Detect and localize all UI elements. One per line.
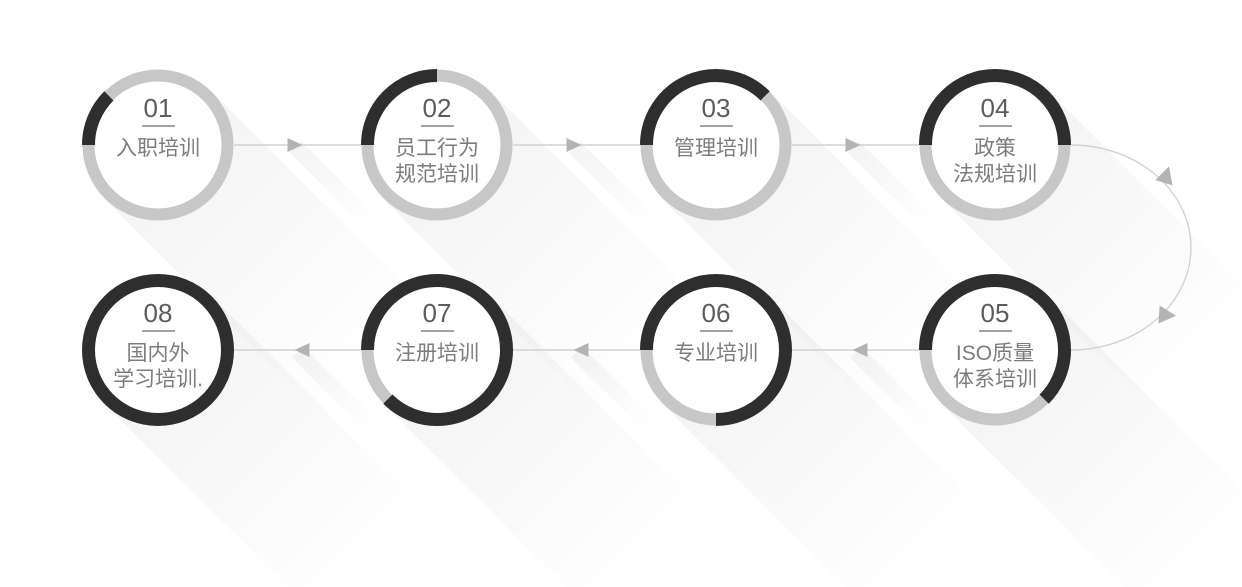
step-ring xyxy=(640,274,792,426)
step-number: 06 xyxy=(701,298,731,328)
arrow-long-shadow xyxy=(291,346,381,436)
step-number-underline xyxy=(978,330,1012,332)
arrow-long-shadow xyxy=(849,346,939,436)
step-label: 政策法规培训 xyxy=(919,136,1071,188)
step-label-line: 管理培训 xyxy=(674,137,758,160)
connectors xyxy=(234,138,1192,357)
ring-progress xyxy=(82,91,114,146)
step: 03 管理培训 xyxy=(640,95,792,162)
arrow-right-icon xyxy=(287,138,303,152)
step-label-line: 学习培训. xyxy=(113,368,203,391)
step-label: ISO质量体系培训 xyxy=(919,341,1071,393)
step-number-underline xyxy=(699,125,733,127)
step-number: 07 xyxy=(422,298,452,328)
ring-progress xyxy=(82,274,234,426)
step-label-line: 员工行为 xyxy=(395,137,479,160)
step: 05 ISO质量体系培训 xyxy=(919,300,1071,393)
ring-progress xyxy=(361,69,438,146)
step-label: 注册培训 xyxy=(361,341,513,367)
curve-arrow-top-icon xyxy=(1155,166,1173,186)
step-ring xyxy=(361,69,513,221)
step: 04 政策法规培训 xyxy=(919,95,1071,188)
step: 06 专业培训 xyxy=(640,300,792,367)
step-label: 管理培训 xyxy=(640,136,792,162)
arrow-right-icon xyxy=(566,138,582,152)
step-ring xyxy=(361,274,513,426)
ring-progress xyxy=(919,69,1071,146)
step-label-line: 政策 xyxy=(974,137,1016,160)
step-label: 入职培训 xyxy=(82,136,234,162)
step-number: 04 xyxy=(980,93,1010,123)
step-label-line: 法规培训 xyxy=(953,163,1037,186)
step-ring xyxy=(82,69,234,221)
step-label-line: 注册培训 xyxy=(395,342,479,365)
step-label: 员工行为规范培训 xyxy=(361,136,513,188)
step-label-line: 专业培训 xyxy=(674,342,758,365)
step-ring xyxy=(919,274,1071,426)
ring-progress xyxy=(640,274,792,426)
step: 02 员工行为规范培训 xyxy=(361,95,513,188)
arrow-left-icon xyxy=(852,343,868,357)
step-label: 专业培训 xyxy=(640,341,792,367)
step-ring xyxy=(82,274,234,426)
arrow-left-icon xyxy=(294,343,310,357)
step-label-line: ISO质量 xyxy=(955,342,1035,365)
step-number: 02 xyxy=(422,93,452,123)
ring-progress xyxy=(640,69,770,146)
step: 01 入职培训 xyxy=(82,95,234,162)
step-ring xyxy=(919,69,1071,221)
ring-progress xyxy=(919,274,1071,404)
step-label: 国内外学习培训. xyxy=(82,341,234,393)
step-number-underline xyxy=(141,330,175,332)
step-number: 03 xyxy=(701,93,731,123)
step: 08 国内外学习培训. xyxy=(82,300,234,393)
step-number-underline xyxy=(420,125,454,127)
step-label-line: 入职培训 xyxy=(116,137,200,160)
ring-progress xyxy=(361,274,513,426)
step-number-underline xyxy=(978,125,1012,127)
arrow-long-shadow xyxy=(847,141,937,231)
step-ring xyxy=(640,69,792,221)
curve-connector xyxy=(1070,144,1192,351)
step-label-line: 国内外 xyxy=(126,342,190,365)
rings xyxy=(82,69,1071,426)
arrow-long-shadow xyxy=(570,346,660,436)
arrow-long-shadow xyxy=(289,141,379,231)
step-label-line: 规范培训 xyxy=(395,163,479,186)
curve-arrow-bottom-icon xyxy=(1158,305,1176,324)
step-label-line: 体系培训 xyxy=(953,368,1037,391)
step-number-underline xyxy=(420,330,454,332)
arrow-long-shadow xyxy=(568,141,658,231)
step-number-underline xyxy=(141,125,175,127)
step-number-underline xyxy=(699,330,733,332)
step: 07 注册培训 xyxy=(361,300,513,367)
arrow-right-icon xyxy=(845,138,861,152)
step-number: 05 xyxy=(980,298,1010,328)
step-number: 08 xyxy=(143,298,173,328)
arrow-left-icon xyxy=(573,343,589,357)
step-number: 01 xyxy=(143,93,173,123)
